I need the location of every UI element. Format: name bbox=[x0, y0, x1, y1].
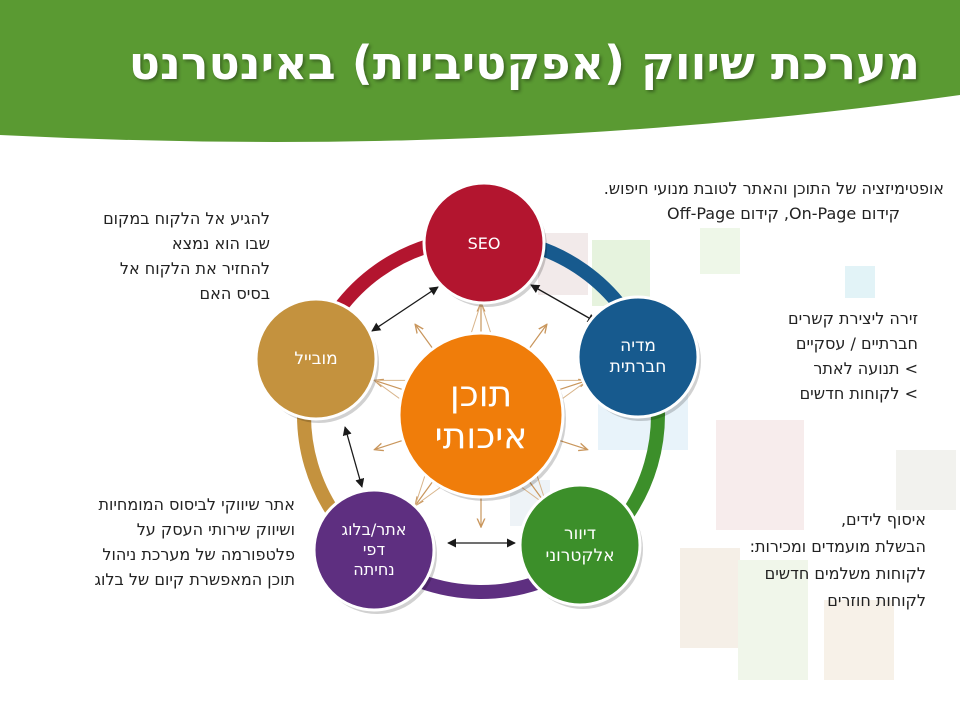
social-note: זירה ליצירת קשרים חברתיים / עסקיים > תנו… bbox=[788, 306, 918, 406]
decor-square bbox=[700, 228, 740, 274]
decor-square bbox=[824, 600, 894, 680]
landing-note-line-1: אתר שיווקי לביסוס המומחיות bbox=[98, 495, 295, 514]
node-landing-circle bbox=[312, 488, 436, 612]
social-note-line-2: חברתיים / עסקיים bbox=[795, 334, 918, 353]
seo-note: אופטימיזציה של התוכן והאתר לטובת מנועי ח… bbox=[604, 176, 944, 226]
email-note-line-4: לקוחות חוזרים bbox=[827, 591, 926, 610]
header-banner: מערכת שיווק (אפקטיביות) באינטרנט bbox=[0, 0, 960, 150]
social-label-line-1: מדיה bbox=[620, 336, 656, 356]
decor-square bbox=[845, 266, 875, 298]
decor-square bbox=[680, 548, 740, 648]
arrow-seo-social bbox=[530, 284, 597, 323]
mobile-note-line-4: בסיס האם bbox=[199, 284, 270, 303]
node-circles bbox=[254, 181, 701, 614]
mobile-note-line-2: שבו הוא נמצא bbox=[171, 234, 270, 253]
landing-label-line-1: אתר/בלוג bbox=[341, 520, 407, 539]
mobile-label-text: מובייל bbox=[294, 349, 338, 369]
seo-label-text: SEO bbox=[467, 233, 501, 253]
node-social-label: מדיה חברתית bbox=[578, 302, 698, 412]
landing-note: אתר שיווקי לביסוס המומחיות ושיווק שירותי… bbox=[40, 492, 295, 592]
social-note-line-1: זירה ליצירת קשרים bbox=[788, 309, 918, 328]
node-social-circle bbox=[576, 295, 700, 419]
center-ray bbox=[415, 479, 435, 506]
social-note-line-3: > תנועה לאתר bbox=[813, 359, 918, 378]
center-label-line-1: תוכן bbox=[449, 374, 513, 415]
mobile-note-line-1: להגיע אל הלקוח במקום bbox=[103, 209, 270, 228]
landing-label-line-3: נחיתה bbox=[353, 560, 395, 579]
email-note: איסוף לידים, הבשלת מועמדים ומכירות: לקוח… bbox=[750, 506, 926, 614]
email-note-line-2: הבשלת מועמדים ומכירות: bbox=[749, 537, 926, 556]
landing-note-line-2: ושיווק שירותי העסק על bbox=[136, 520, 295, 539]
decor-square bbox=[896, 450, 956, 510]
email-label-line-1: דיוור bbox=[564, 524, 596, 544]
mobile-note: להגיע אל הלקוח במקום שבו הוא נמצא להחזיר… bbox=[90, 206, 270, 306]
landing-note-line-4: תוכן המאפשרת קיום של בלוג bbox=[94, 570, 295, 589]
social-note-line-4: > לקוחות חדשים bbox=[799, 384, 918, 403]
center-label-line-2: איכותי bbox=[434, 416, 528, 457]
center-ray bbox=[374, 380, 406, 391]
center-ray bbox=[556, 439, 587, 450]
seo-note-line-2: קידום On-Page, קידום Off-Page bbox=[666, 204, 900, 223]
email-note-line-3: לקוחות משלמים חדשים bbox=[764, 564, 926, 583]
center-ray bbox=[527, 324, 547, 351]
landing-label-line-2: דפי bbox=[362, 540, 386, 559]
center-circle bbox=[397, 331, 565, 499]
node-landing-label: אתר/בלוג דפי נחיתה bbox=[314, 492, 434, 608]
page-title: מערכת שיווק (אפקטיביות) באינטרנט bbox=[128, 36, 920, 90]
email-label-line-2: אלקטרוני bbox=[545, 546, 615, 566]
arrow-mobile-landing bbox=[342, 426, 365, 488]
connection-arrows bbox=[342, 284, 597, 548]
social-label-line-2: חברתית bbox=[609, 357, 667, 377]
node-mobile-circle bbox=[254, 297, 378, 421]
seo-note-line-1: אופטימיזציה של התוכן והאתר לטובת מנועי ח… bbox=[603, 179, 944, 198]
center-ray bbox=[374, 439, 406, 450]
landing-note-line-3: פלטפורמה של מערכת ניהול bbox=[102, 545, 295, 564]
decor-square bbox=[738, 560, 808, 680]
mobile-note-line-3: להחזיר את הלקוח אל bbox=[119, 259, 270, 278]
node-seo-label: SEO bbox=[424, 188, 544, 298]
center-label: תוכן איכותי bbox=[398, 336, 564, 496]
node-email-circle bbox=[518, 483, 642, 607]
node-mobile-label: מובייל bbox=[256, 304, 376, 414]
node-email-label: דיוור אלקטרוני bbox=[520, 490, 640, 600]
email-note-line-1: איסוף לידים, bbox=[840, 510, 926, 529]
header-background bbox=[0, 0, 960, 142]
decor-square bbox=[716, 420, 804, 530]
arrow-mobile-seo bbox=[371, 286, 439, 332]
node-seo-circle bbox=[422, 181, 546, 305]
